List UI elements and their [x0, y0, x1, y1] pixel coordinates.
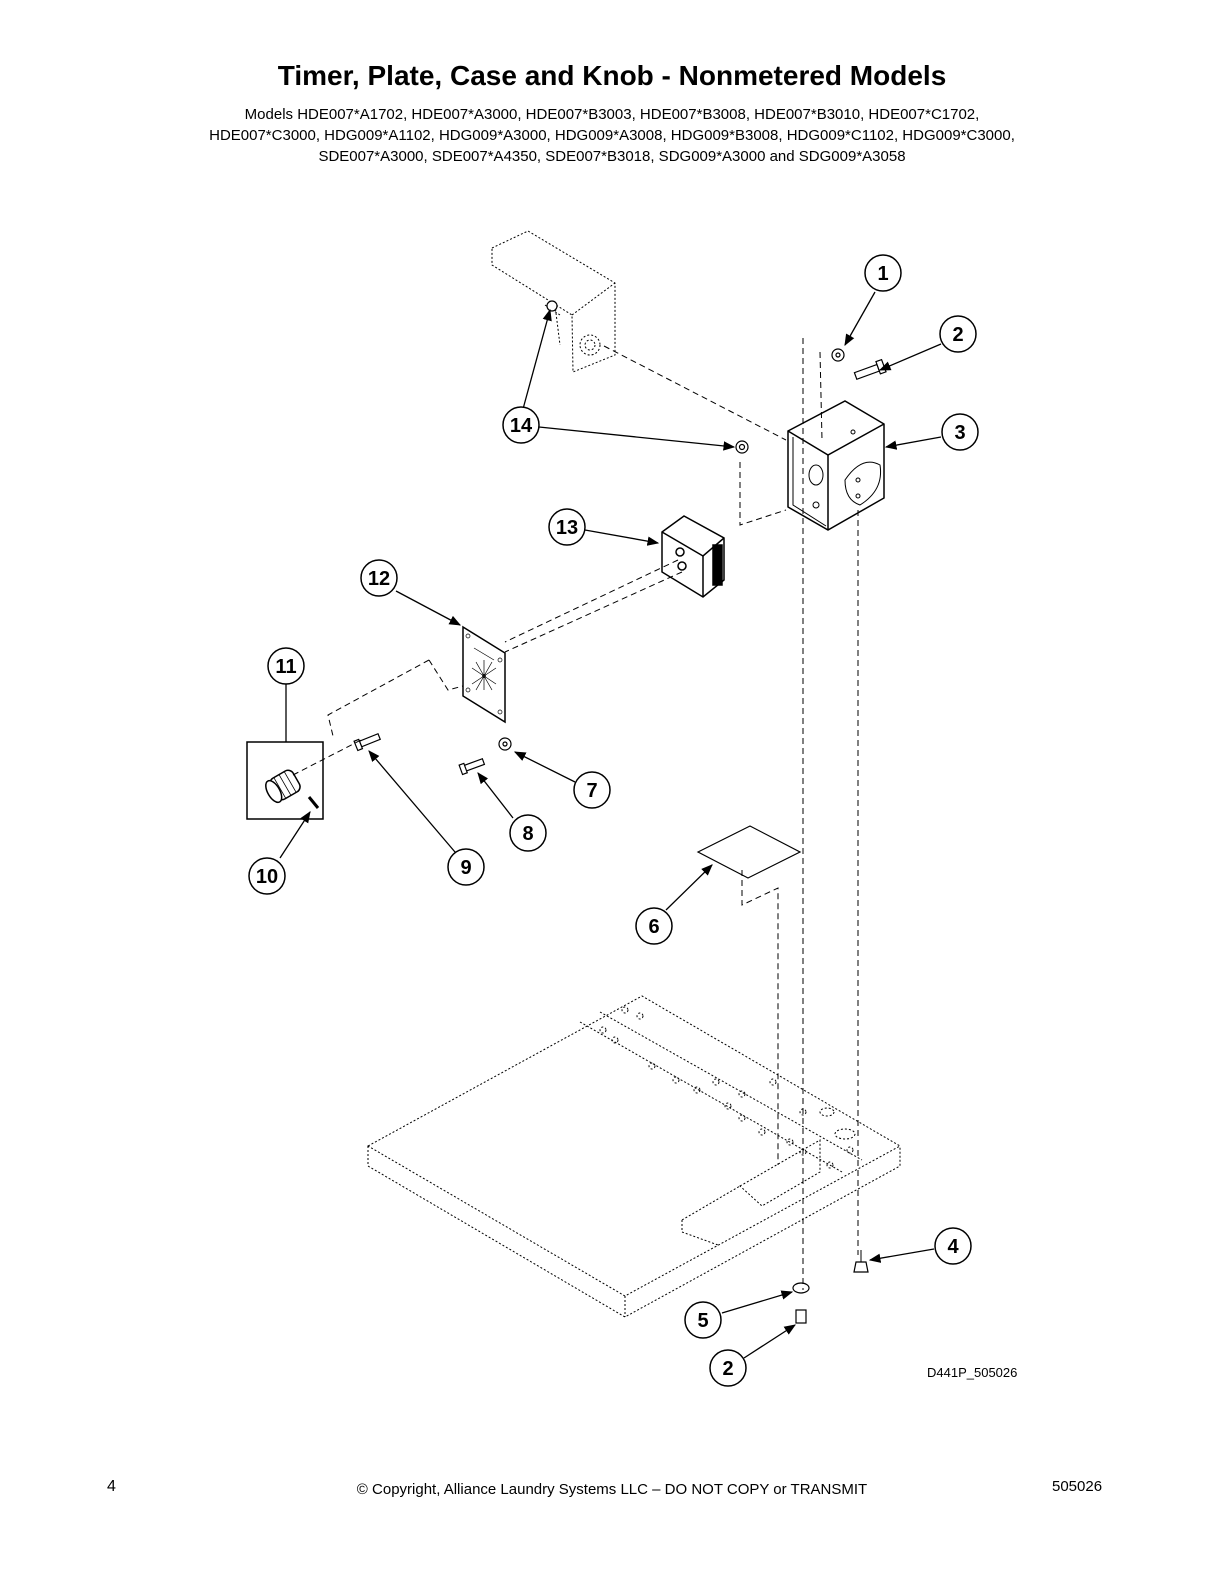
leader-lines: [279, 291, 942, 1359]
document-number: 505026: [1052, 1478, 1103, 1495]
callout: 13: [548, 508, 586, 546]
callout-label: 13: [556, 517, 578, 539]
model-list-line: Models HDE007*A1702, HDE007*A3000, HDE00…: [244, 106, 980, 123]
assembly-lines: [292, 338, 859, 1290]
callout-label: 2: [722, 1358, 733, 1380]
callout: 12: [360, 559, 398, 597]
callout: 5: [684, 1301, 722, 1339]
timer-case: [787, 400, 885, 531]
callout: 10: [248, 857, 286, 895]
callout: 11: [267, 647, 305, 685]
timer: [661, 515, 725, 598]
knob-assembly: [246, 741, 324, 820]
cabinet-top-outline: [366, 995, 902, 1318]
callout-label: 1: [877, 263, 888, 285]
drawing-id: D441P_505026: [927, 1365, 1017, 1380]
page-title: Timer, Plate, Case and Knob - Nonmetered…: [277, 60, 947, 91]
callout-label: 2: [952, 324, 963, 346]
callout-label: 8: [522, 823, 533, 845]
model-list: Models HDE007*A1702, HDE007*A3000, HDE00…: [0, 104, 1224, 167]
callout-label: 9: [460, 857, 471, 879]
callout-label: 3: [954, 422, 965, 444]
callout: 2: [709, 1349, 747, 1387]
callout-label: 4: [947, 1236, 959, 1258]
small-hardware: [353, 300, 887, 1324]
callout: 7: [573, 771, 611, 809]
callouts: 1 2 3 14 13 12 11 7: [248, 254, 979, 1387]
callout: 14: [502, 406, 540, 444]
callout-label: 5: [697, 1310, 708, 1332]
callout: 4: [934, 1227, 972, 1265]
model-list-line: HDE007*C3000, HDG009*A1102, HDG009*A3000…: [209, 127, 1015, 144]
callout-label: 11: [275, 656, 296, 678]
callout: 2: [939, 315, 977, 353]
callout-label: 6: [648, 916, 659, 938]
callout-label: 7: [586, 780, 597, 802]
callout: 6: [635, 907, 673, 945]
copyright-notice: © Copyright, Alliance Laundry Systems LL…: [356, 1481, 868, 1498]
callout-label: 14: [510, 415, 533, 437]
timer-plate: [462, 625, 506, 724]
page-number: 4: [107, 1478, 116, 1495]
callout-label: 10: [256, 866, 278, 888]
callout: 3: [941, 413, 979, 451]
model-list-line: SDE007*A3000, SDE007*A4350, SDE007*B3018…: [318, 148, 906, 165]
callout-label: 12: [368, 568, 390, 590]
callout: 9: [447, 848, 485, 886]
callout: 8: [509, 814, 547, 852]
callout: 1: [864, 254, 902, 292]
